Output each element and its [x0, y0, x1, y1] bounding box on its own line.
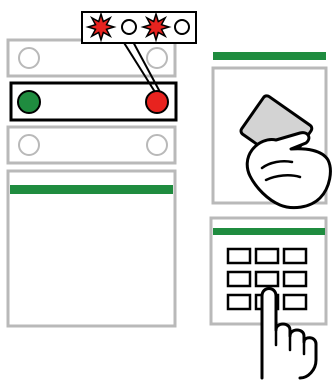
- off-led-icon: [121, 19, 137, 35]
- module-middle-green-led: [17, 90, 41, 114]
- hand-presenting-card-icon: [239, 94, 332, 210]
- keypad-key: [282, 247, 308, 265]
- lower-unit-frame: [6, 169, 177, 328]
- system-panel: [6, 38, 178, 328]
- module-bottom-right-led: [146, 134, 168, 156]
- lower-unit: [6, 169, 177, 328]
- keypad-key: [254, 270, 280, 288]
- module-bottom: [6, 125, 177, 165]
- keypad-key: [226, 293, 252, 311]
- hand-shape: [245, 131, 332, 210]
- callout-pointer-right: [130, 37, 161, 93]
- finger-pressing-key-icon: [260, 287, 318, 380]
- card-reader-status-bar: [213, 52, 326, 60]
- card-reader: [211, 52, 332, 210]
- indicator-callout: [81, 11, 197, 93]
- keypad-key: [282, 270, 308, 288]
- keypad-status-bar: [213, 228, 325, 235]
- keypad-key: [226, 247, 252, 265]
- module-top-left-led: [18, 47, 40, 69]
- module-bottom-left-led: [18, 134, 40, 156]
- hand-finger-line-1: [260, 160, 294, 170]
- lower-unit-status-bar: [10, 185, 173, 194]
- keypad-key: [226, 270, 252, 288]
- module-top-right-led: [146, 47, 168, 69]
- flash-star-icon: [140, 11, 172, 43]
- callout-pointer-left: [120, 37, 156, 93]
- flash-star-icon: [85, 11, 117, 43]
- module-middle: [9, 81, 178, 122]
- module-top: [6, 38, 177, 78]
- hand-finger-line-2: [264, 174, 302, 182]
- module-middle-red-led: [145, 90, 169, 114]
- off-led-icon: [174, 19, 190, 35]
- keypad-key: [282, 293, 308, 311]
- callout-symbols: [85, 11, 190, 43]
- finger-hand-shape: [260, 287, 318, 380]
- keypad-key: [254, 247, 280, 265]
- keypad-unit: [209, 216, 328, 380]
